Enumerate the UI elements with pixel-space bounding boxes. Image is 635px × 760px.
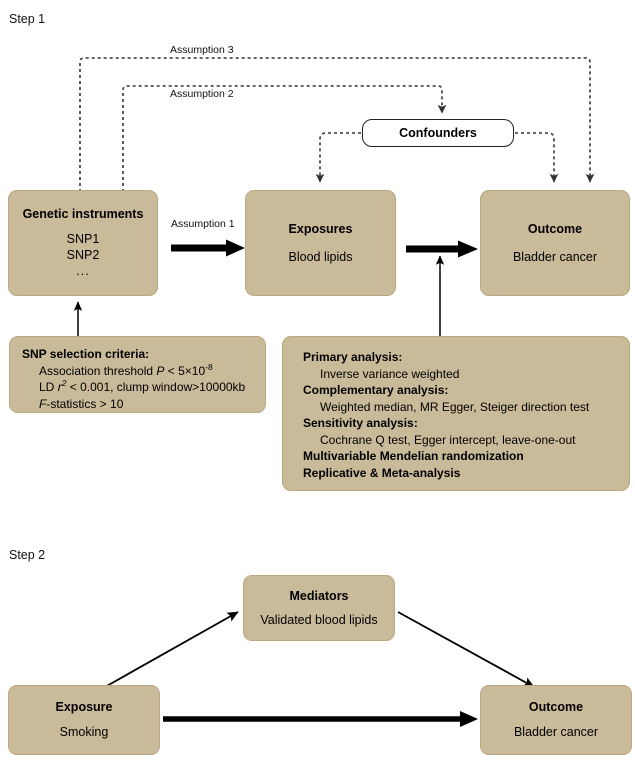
node-confounders-title: Confounders — [399, 126, 477, 140]
step2-exposure-to-mediators-arrow — [104, 611, 239, 688]
node-exposures-sub: Blood lipids — [288, 249, 353, 264]
snp-criteria-line-2: LD r2 < 0.001, clump window>10000kb — [39, 378, 246, 394]
snp-item-2: SNP2 — [66, 248, 100, 262]
snp-criteria-heading: SNP selection criteria: — [22, 347, 150, 361]
node-exposure-step2-title: Exposure — [55, 700, 113, 714]
snp-criteria-line-3: F-statistics > 10 — [39, 396, 124, 411]
node-exposures-title: Exposures — [288, 221, 353, 236]
sensitivity-analysis-item: Cochrane Q test, Egger intercept, leave-… — [320, 432, 576, 447]
node-outcome-step2[interactable]: Outcome Bladder cancer — [480, 685, 632, 755]
snp-ellipsis: ... — [76, 264, 90, 278]
node-exposure-step2[interactable]: Exposure Smoking — [8, 685, 160, 755]
node-exposure-step2-sub: Smoking — [59, 725, 109, 739]
confounders-to-exposures-connector — [315, 132, 361, 183]
assumption-1-text: Assumption 1 — [171, 218, 235, 230]
node-outcome-step2-sub: Bladder cancer — [513, 725, 599, 739]
node-mediators-sub: Validated blood lipids — [260, 612, 378, 627]
replicative-meta-heading: Replicative & Meta-analysis — [303, 465, 461, 480]
primary-analysis-item: Inverse variance weighted — [320, 366, 460, 381]
assumption-3-text: Assumption 3 — [170, 44, 234, 56]
step2-exposure-to-outcome-arrow — [163, 711, 478, 727]
node-outcome-step1-title: Outcome — [527, 221, 583, 236]
step-2-label: Step 2 — [9, 548, 46, 562]
node-confounders[interactable]: Confounders — [362, 119, 514, 147]
node-outcome-step2-title: Outcome — [528, 700, 584, 714]
node-mediators[interactable]: Mediators Validated blood lipids — [243, 575, 395, 641]
node-mediators-title: Mediators — [289, 588, 349, 603]
snp-item-1: SNP1 — [66, 232, 100, 246]
node-genetic-instruments-snps: SNP1 SNP2 ... — [67, 231, 100, 279]
snp-criteria-line-1: Association threshold P < 5×10-8 — [39, 361, 213, 378]
analysis-methods-box: Primary analysis: Inverse variance weigh… — [282, 336, 630, 491]
node-genetic-instruments[interactable]: Genetic instruments SNP1 SNP2 ... — [8, 190, 158, 296]
node-genetic-instruments-title: Genetic instruments — [22, 207, 144, 221]
assumption-2-text: Assumption 2 — [170, 88, 234, 100]
assumption-1-arrow — [171, 239, 245, 257]
node-outcome-step1[interactable]: Outcome Bladder cancer — [480, 190, 630, 296]
step2-mediators-to-outcome-arrow — [397, 611, 535, 688]
confounders-to-outcome-connector — [515, 132, 559, 183]
snp-selection-criteria-box: SNP selection criteria: Association thre… — [9, 336, 266, 413]
mvmr-heading: Multivariable Mendelian randomization — [303, 449, 524, 463]
exposure-to-outcome-arrow — [406, 240, 478, 258]
complementary-analysis-heading: Complementary analysis: — [303, 383, 449, 397]
step-1-label: Step 1 — [9, 12, 46, 26]
complementary-analysis-item: Weighted median, MR Egger, Steiger direc… — [320, 399, 590, 414]
primary-analysis-heading: Primary analysis: — [303, 350, 403, 364]
sensitivity-analysis-heading: Sensitivity analysis: — [303, 416, 418, 430]
node-exposures[interactable]: Exposures Blood lipids — [245, 190, 396, 296]
node-outcome-step1-sub: Bladder cancer — [512, 249, 598, 264]
